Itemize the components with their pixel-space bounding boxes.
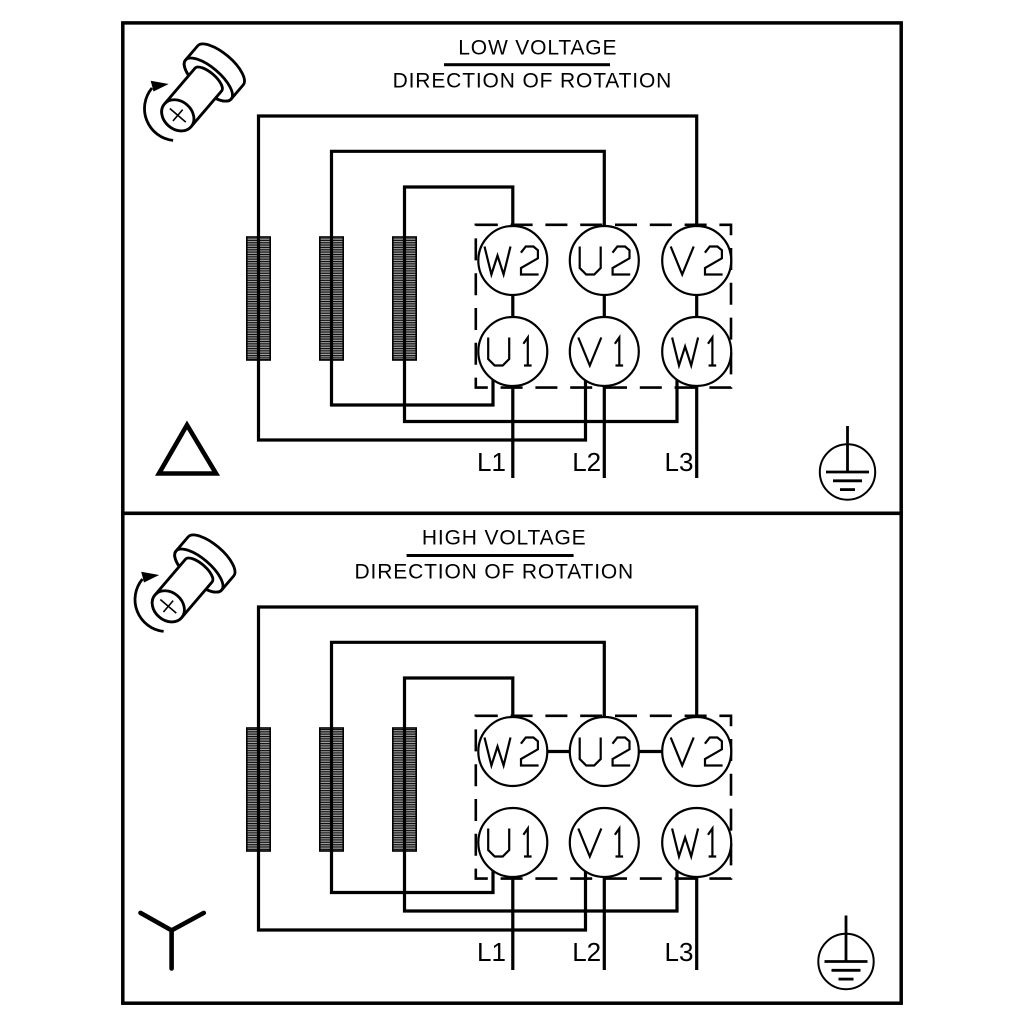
svg-text:DIRECTION OF ROTATION: DIRECTION OF ROTATION (355, 561, 635, 584)
svg-text:LOW VOLTAGE: LOW VOLTAGE (458, 37, 617, 60)
svg-text:DIRECTION OF ROTATION: DIRECTION OF ROTATION (393, 70, 673, 93)
svg-text:HIGH VOLTAGE: HIGH VOLTAGE (422, 527, 587, 550)
svg-text:L1: L1 (477, 937, 506, 967)
svg-text:L2: L2 (572, 937, 601, 967)
svg-text:L2: L2 (572, 447, 601, 477)
svg-text:L3: L3 (665, 447, 694, 477)
svg-text:L3: L3 (665, 937, 694, 967)
svg-text:L1: L1 (477, 447, 506, 477)
